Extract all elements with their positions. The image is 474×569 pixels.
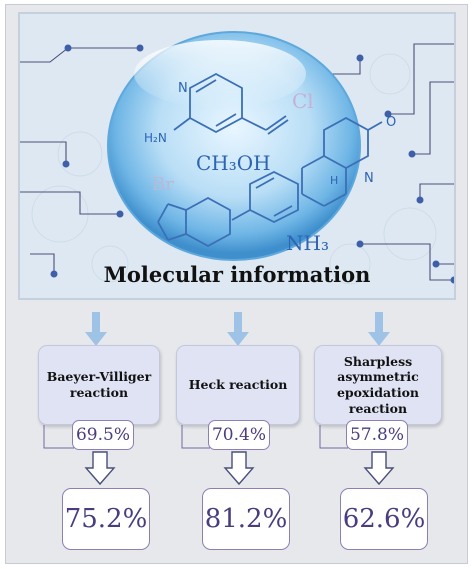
label-ring-n: N <box>178 81 188 96</box>
arrow-down-1 <box>85 312 107 346</box>
label-lactam-n: N <box>364 171 374 186</box>
label-ammonia: NH₃ <box>286 231 329 255</box>
yield-before-3: 57.8% <box>346 420 408 450</box>
hollow-arrow-3 <box>363 451 395 486</box>
yield-after-3: 62.6% <box>340 488 428 550</box>
arrow-down-3 <box>368 312 390 346</box>
bubble-shine <box>134 40 306 108</box>
label-methanol: CH₃OH <box>196 151 271 175</box>
background-pattern <box>31 53 437 285</box>
molecule-bonds <box>157 72 383 248</box>
reaction-label: Sharpless asymmetric epoxidation reactio… <box>336 353 420 416</box>
reaction-label: Heck reaction <box>188 377 288 393</box>
yield-after-1: 75.2% <box>62 488 150 550</box>
reaction-card-sharpless: Sharpless asymmetric epoxidation reactio… <box>314 345 442 425</box>
reaction-label: Baeyer-Villiger reaction <box>46 369 152 400</box>
label-ring-h: H <box>330 174 338 187</box>
arrow-down-2 <box>227 312 249 346</box>
molecular-info-panel: N H₂N O N H CH₃OH Br Cl NH₃ <box>18 12 456 300</box>
label-amine: H₂N <box>144 131 167 145</box>
hollow-arrow-1 <box>84 451 116 486</box>
hollow-arrow-2 <box>223 451 255 486</box>
yield-before-1: 69.5% <box>72 420 134 450</box>
label-bromo: Br <box>152 174 174 195</box>
reaction-card-heck: Heck reaction <box>176 345 300 425</box>
diagram-title: Molecular information <box>103 262 371 287</box>
label-chloro: Cl <box>292 89 314 113</box>
circuit-nodes <box>50 44 454 284</box>
reaction-card-baeyer-villiger: Baeyer-Villiger reaction <box>38 345 160 425</box>
yield-before-2: 70.4% <box>208 420 270 450</box>
molecule-illustration: N H₂N O N H CH₃OH Br Cl NH₃ <box>20 31 454 285</box>
label-ketone-o: O <box>386 115 396 130</box>
yield-after-2: 81.2% <box>202 488 290 550</box>
